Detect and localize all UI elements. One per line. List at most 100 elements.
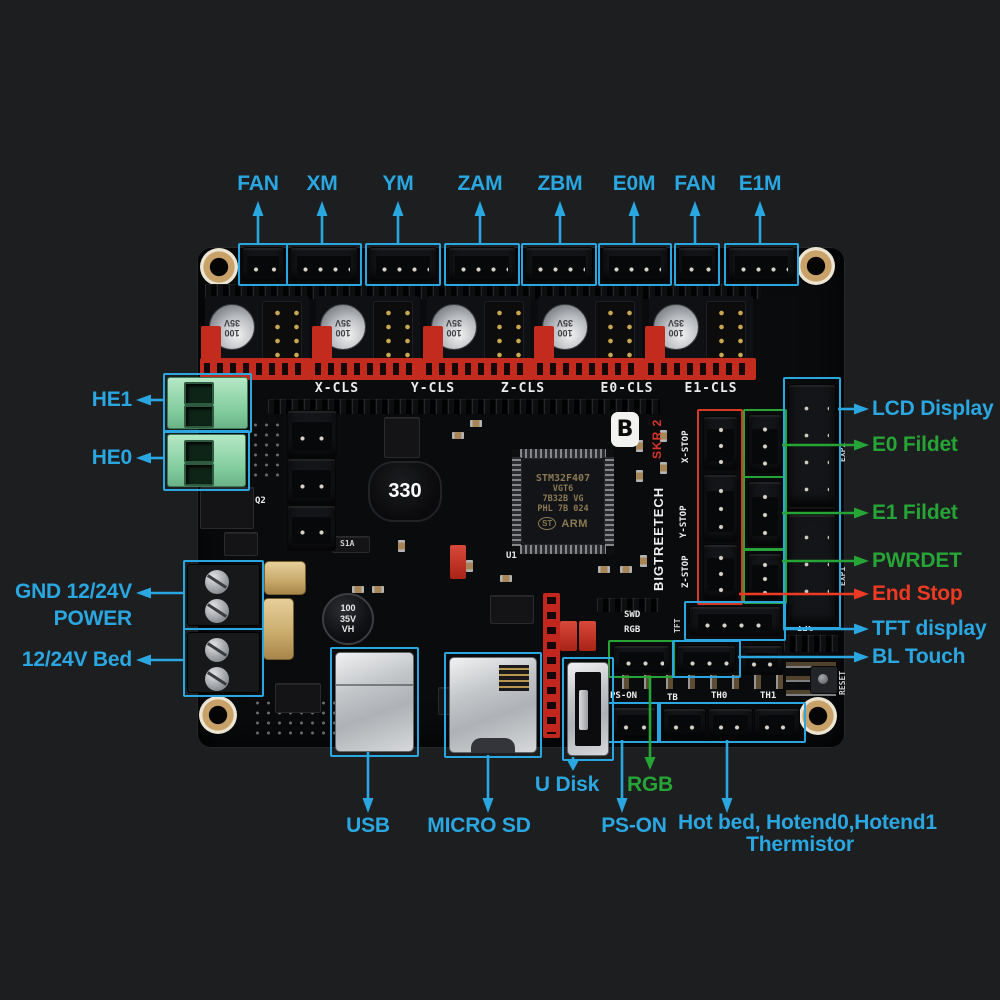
arm-logo: ARM: [561, 517, 588, 530]
silk-swd: SWD: [624, 610, 641, 620]
endstop-connectors: [697, 409, 743, 605]
silk-th0: TH0: [711, 691, 728, 701]
silk-ps-on: PS-ON: [610, 691, 638, 701]
eeprom-chip: [275, 683, 321, 713]
tft-connector: [684, 601, 786, 641]
driver-red-header: [201, 326, 221, 360]
he1-terminal: [163, 373, 252, 433]
callout-e1-fildet: E1 Fildet: [872, 501, 958, 524]
driver-red-header: [645, 326, 665, 360]
smd-component: [636, 440, 643, 452]
silk-tft: TFT: [673, 618, 682, 633]
callout-bed: 12/24V Bed: [21, 648, 132, 671]
ps-on-connector: [607, 702, 661, 743]
fan-out-connector: [287, 410, 337, 458]
fan-connector-right: [674, 243, 720, 286]
usb-port: [330, 647, 419, 757]
arrow-fan-right: [689, 201, 701, 243]
e1m-connector: [724, 243, 799, 286]
silk-rgb: RGB: [624, 625, 641, 635]
silk-z-stop: Z-STOP: [681, 555, 691, 588]
power-inductor: 330: [368, 461, 442, 522]
arrow-usb: [362, 752, 374, 813]
callout-fan-right: FAN: [674, 172, 716, 195]
smd-component: [640, 555, 647, 567]
callout-usb: USB: [346, 814, 390, 837]
micro-sd-slot: [444, 652, 542, 758]
callout-u-disk: U Disk: [534, 773, 600, 796]
btt-logo: B: [611, 412, 639, 447]
red-jumper-cap: [560, 621, 577, 651]
silk-y-stop: Y-STOP: [679, 505, 689, 538]
smd-component: [398, 540, 405, 552]
st-logo: ST: [538, 517, 557, 530]
red-pin-header: [543, 593, 560, 738]
callout-end-stop: End Stop: [872, 582, 963, 605]
ym-connector: [365, 243, 441, 286]
arrow-fan-left: [252, 201, 264, 243]
e0-fildet-connector: [743, 409, 787, 478]
arrow-e0m: [628, 201, 640, 243]
callout-e1m: E1M: [738, 172, 782, 195]
silk-s1a: S1A: [340, 539, 355, 548]
zbm-connector: [521, 243, 597, 286]
callout-lcd-display: LCD Display: [872, 397, 994, 420]
callout-xm: XM: [306, 172, 338, 195]
silk-model: SKR 2: [650, 418, 664, 459]
arrow-bed: [136, 654, 184, 666]
smd-component: [660, 462, 667, 474]
driver-jumper-block: [373, 301, 413, 361]
callout-ym: YM: [382, 172, 414, 195]
smd-component: [470, 420, 482, 427]
silk-u1: U1: [506, 551, 517, 561]
callout-e0-fildet: E0 Fildet: [872, 433, 958, 456]
silk-y-cls: Y-CLS: [410, 381, 456, 396]
silk-z-cls: Z-CLS: [500, 381, 546, 396]
driver-red-header: [534, 326, 554, 360]
arrow-thermistor: [721, 740, 733, 813]
mounting-hole-bottom-left: [199, 696, 237, 734]
silk-brand: BIGTREETECH: [651, 486, 666, 591]
arrow-he0: [136, 452, 164, 464]
silk-reset: RESET: [838, 670, 847, 695]
callout-he1: HE1: [91, 388, 132, 411]
i2c-header: [784, 635, 838, 652]
mosfet-q2: [200, 487, 254, 529]
smd-component: [452, 432, 464, 439]
driver-jumper-block: [484, 301, 524, 361]
arrow-ym: [392, 201, 404, 243]
fan-connector-left: [238, 243, 288, 286]
callout-ps-on: PS-ON: [601, 814, 667, 837]
regulator-chip: [490, 595, 534, 624]
arrow-pson: [616, 740, 628, 813]
smd-component: [466, 560, 473, 572]
swd-header: [597, 598, 659, 612]
e0m-connector: [598, 243, 672, 286]
callout-e0m: E0M: [612, 172, 656, 195]
arrow-zbm: [554, 201, 566, 243]
driver-red-header-strip: [422, 358, 534, 380]
pin-socket-strip: [205, 284, 761, 299]
power-in-terminal: [183, 560, 264, 630]
red-jumper-cap: [450, 545, 466, 579]
arrow-xm: [316, 201, 328, 243]
smd-component: [372, 586, 384, 593]
silk-x-stop: X-STOP: [681, 430, 691, 463]
arrow-zam: [474, 201, 486, 243]
driver-red-header: [423, 326, 443, 360]
driver-jumper-block: [262, 301, 302, 361]
mcu-part-number: STM32F407: [535, 473, 591, 484]
red-jumper-cap: [579, 621, 596, 651]
fuse-vertical: [263, 598, 294, 660]
transistor: [224, 532, 258, 556]
pwrdet-connector: [743, 548, 787, 604]
reset-button: [810, 666, 838, 694]
